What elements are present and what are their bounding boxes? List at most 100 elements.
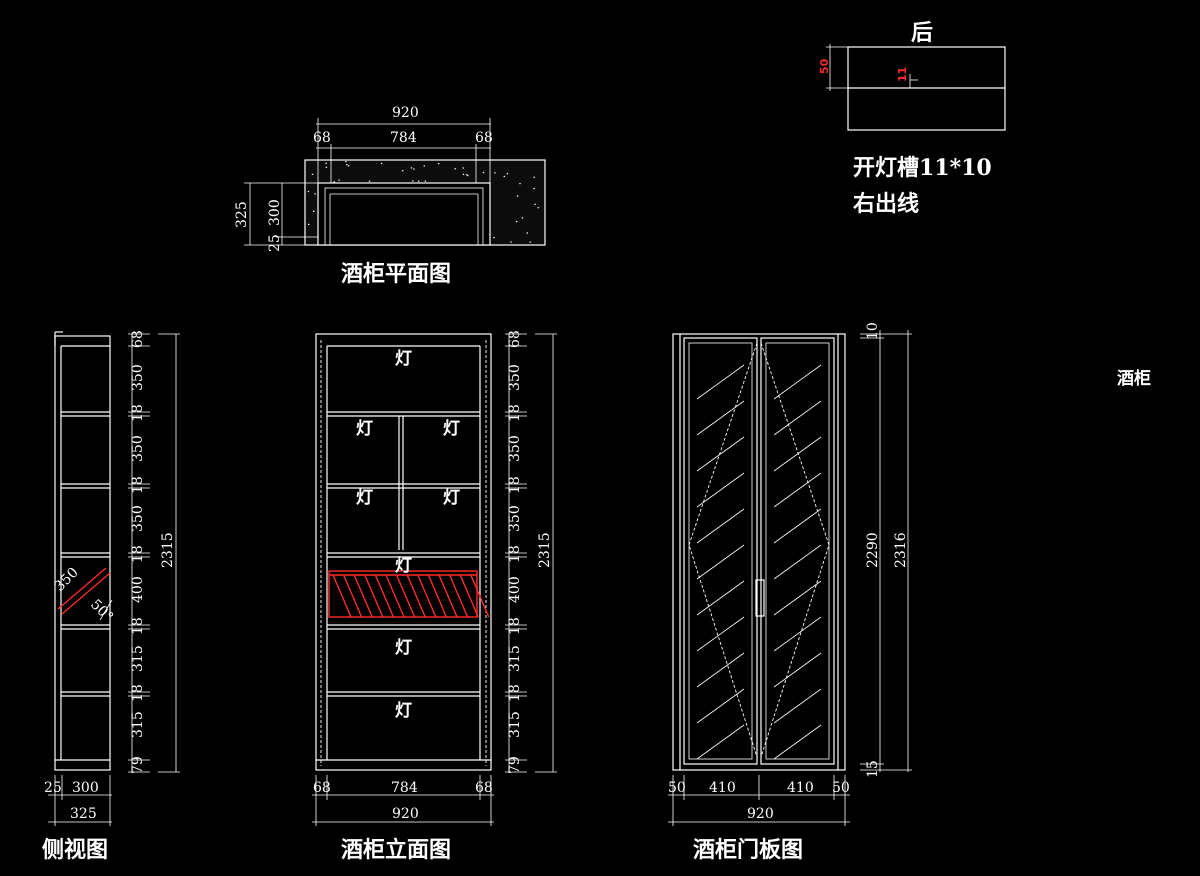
door-title: 酒柜门板图 <box>693 837 803 863</box>
vertical-dim-label: 79 <box>507 756 523 774</box>
vertical-dim-label: 350 <box>130 364 146 391</box>
wine-rack-slat <box>470 574 490 618</box>
light-label: 灯 <box>395 556 412 576</box>
vertical-dim-label: 68 <box>130 330 146 348</box>
wine-rack <box>328 570 490 618</box>
glass-hatch-line <box>773 724 822 760</box>
detail-height-dim: 50 <box>818 58 831 74</box>
door-glass-hatch <box>696 364 822 760</box>
slot-detail: 后 50 11 开灯槽11*10 右出线 <box>818 20 1006 217</box>
glass-hatch-line <box>696 400 745 436</box>
elev-middle-dim: 784 <box>391 780 418 796</box>
door-height-dim: 2290 <box>865 532 881 568</box>
vertical-dim-label: 18 <box>507 476 523 494</box>
vertical-dim-label: 18 <box>507 545 523 563</box>
glass-hatch-line <box>696 544 745 580</box>
plan-right-dim: 68 <box>475 130 493 146</box>
glass-hatch-line <box>773 652 822 688</box>
glass-hatch-line <box>773 472 822 508</box>
plan-view: 920 68 784 68 325 300 25 酒柜平面图 <box>234 105 546 287</box>
back-label: 后 <box>911 20 933 46</box>
side-inner-dim: 300 <box>72 780 99 796</box>
glass-hatch-line <box>773 364 822 400</box>
vertical-dim-label: 18 <box>507 617 523 635</box>
glass-hatch-line <box>696 724 745 760</box>
wine-rack-slat <box>385 574 405 618</box>
vertical-dim-label: 350 <box>507 364 523 391</box>
door-top-dim: 10 <box>865 322 881 340</box>
glass-hatch-line <box>696 688 745 724</box>
light-label: 灯 <box>443 488 460 508</box>
wine-rack-slat <box>459 574 479 618</box>
vertical-dim-label: 350 <box>507 505 523 532</box>
glass-hatch-line <box>696 652 745 688</box>
vertical-dim-label: 315 <box>130 645 146 672</box>
glass-hatch-line <box>773 400 822 436</box>
door-overall-dim: 920 <box>747 806 774 822</box>
plan-front-dim: 25 <box>267 234 283 252</box>
door-left-diamond <box>688 342 758 758</box>
light-label: 灯 <box>356 488 373 508</box>
side-total-dim: 325 <box>70 806 97 822</box>
glass-hatch-line <box>773 616 822 652</box>
door-panel2-dim: 410 <box>787 780 814 796</box>
elevation-outline <box>315 333 492 771</box>
glass-hatch-line <box>696 472 745 508</box>
glass-hatch-line <box>696 616 745 652</box>
side-title: 侧视图 <box>42 837 108 863</box>
glass-hatch-line <box>773 544 822 580</box>
plan-left-dim: 68 <box>313 130 331 146</box>
vertical-dim-label: 350 <box>507 435 523 462</box>
wine-rack-slat <box>417 574 437 618</box>
vertical-dim-label: 18 <box>130 617 146 635</box>
elevation-title: 酒柜立面图 <box>341 837 451 863</box>
elev-overall-dim: 920 <box>392 806 419 822</box>
vertical-dim-label: 400 <box>130 576 146 603</box>
vertical-dim-label: 18 <box>507 404 523 422</box>
side-label: 酒柜 <box>1117 368 1151 389</box>
light-labels: 灯灯灯灯灯灯灯灯 <box>356 349 460 721</box>
light-label: 灯 <box>395 638 412 658</box>
vertical-dim-label: 315 <box>507 645 523 672</box>
plan-depth-dim: 325 <box>234 201 250 228</box>
detail-slot-dim: 11 <box>896 67 909 82</box>
glass-hatch-line <box>773 508 822 544</box>
vertical-dim-label: 350 <box>130 505 146 532</box>
door-right-dim: 50 <box>832 780 850 796</box>
vertical-dim-label: 18 <box>130 684 146 702</box>
door-bottom-dim: 15 <box>865 760 881 778</box>
elev-right-dim: 68 <box>475 780 493 796</box>
wine-rack-slat <box>332 574 352 618</box>
light-label: 灯 <box>443 419 460 439</box>
wine-rack-frame <box>328 570 478 618</box>
plan-overall-dim: 920 <box>392 105 419 121</box>
door-view: 50 410 410 50 920 10 2290 15 2316 酒柜门板图 <box>668 322 912 863</box>
glass-hatch-line <box>696 436 745 472</box>
plan-middle-dim: 784 <box>390 130 417 146</box>
wine-rack-slat <box>353 574 373 618</box>
door-height-total-dim: 2316 <box>893 532 909 568</box>
door-left-panel <box>683 337 758 765</box>
vertical-dim-label: 315 <box>130 711 146 738</box>
door-right-panel <box>760 337 835 765</box>
light-label: 灯 <box>356 419 373 439</box>
glass-hatch-line <box>773 688 822 724</box>
side-shelves <box>61 411 110 697</box>
plan-wall-hatch <box>307 161 539 243</box>
door-handle <box>755 579 765 617</box>
glass-hatch-line <box>696 580 745 616</box>
vertical-dim-label: 350 <box>130 435 146 462</box>
glass-hatch-line <box>696 508 745 544</box>
wine-rack-slat <box>395 574 416 618</box>
wine-rack-slat <box>427 574 448 618</box>
vertical-dim-label: 79 <box>130 756 146 774</box>
vertical-dim-label: 68 <box>507 330 523 348</box>
glass-hatch-line <box>696 364 745 400</box>
vertical-dim-label: 315 <box>507 711 523 738</box>
door-panel1-dim: 410 <box>709 780 736 796</box>
side-diagonal-dim: 350 <box>52 565 82 595</box>
door-outline <box>672 333 846 771</box>
